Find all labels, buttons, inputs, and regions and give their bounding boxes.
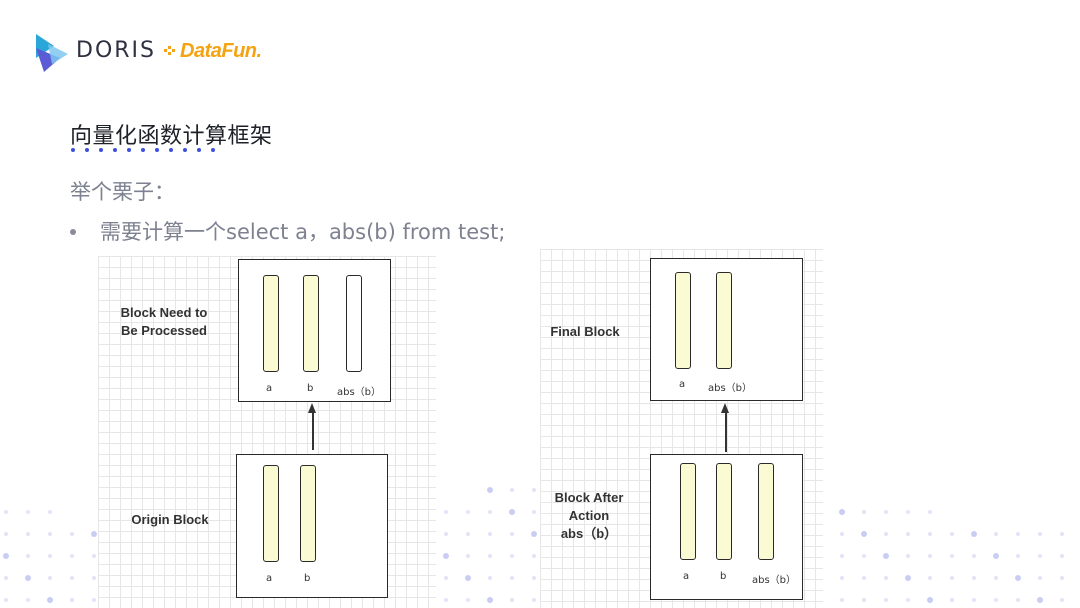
block-after-action: a b abs（b）: [650, 454, 803, 600]
column-bar-abs-b: [346, 275, 362, 372]
final-block: a abs（b）: [650, 258, 803, 401]
doris-logo-icon: [36, 34, 68, 72]
column-label: a: [266, 573, 273, 584]
column-label: b: [307, 383, 314, 394]
right-diagram: Final Block a abs（b） Block After Action …: [540, 249, 823, 608]
datafun-logo-icon: [164, 46, 175, 55]
doris-brand-text: DORIS: [76, 38, 156, 63]
top-block-label: Final Block: [550, 324, 620, 339]
subtitle: 举个栗子：: [70, 180, 175, 204]
column-bar-abs-b: [716, 272, 732, 369]
block-need-to-be-processed: a b abs（b）: [238, 259, 391, 402]
top-block-label: Block Need to Be Processed: [120, 305, 208, 338]
column-label: a: [679, 379, 686, 390]
column-label: abs（b）: [752, 575, 797, 586]
column-bar-b: [716, 463, 732, 560]
column-bar-b: [300, 465, 316, 562]
arrow-shaft: [312, 410, 314, 450]
column-bar-b: [303, 275, 319, 372]
datafun-brand-text: DataFun.: [180, 40, 262, 62]
arrow-shaft: [725, 410, 727, 452]
column-bar-a: [680, 463, 696, 560]
column-bar-abs-b: [758, 463, 774, 560]
bullet-marker: [70, 229, 76, 235]
column-bar-a: [263, 275, 279, 372]
bottom-block-label: Origin Block: [131, 512, 209, 527]
arrow-up-icon: [721, 403, 729, 413]
left-diagram: Block Need to Be Processed a b abs（b） Or…: [98, 256, 436, 608]
column-label: b: [720, 571, 727, 582]
bullet-text: 需要计算一个select a，abs(b) from test;: [100, 220, 506, 244]
page-title: 向量化函数计算框架: [70, 124, 273, 149]
title-underline-dots: [71, 148, 215, 152]
column-label: b: [304, 573, 311, 584]
column-label: abs（b）: [708, 383, 753, 394]
column-bar-a: [675, 272, 691, 369]
column-label: abs（b）: [337, 387, 382, 398]
column-label: a: [683, 571, 690, 582]
arrow-up-icon: [308, 403, 316, 413]
bottom-block-label: Block After Action abs（b）: [554, 490, 624, 541]
column-label: a: [266, 383, 273, 394]
origin-block: a b: [236, 454, 388, 598]
column-bar-a: [263, 465, 279, 562]
